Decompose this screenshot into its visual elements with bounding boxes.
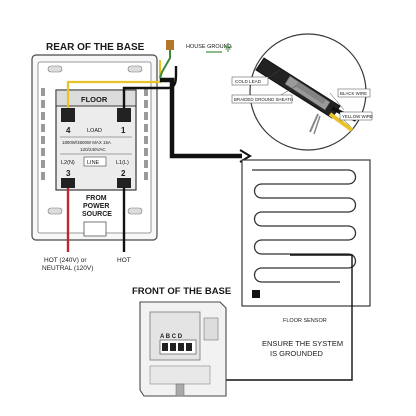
- house-ground-wire: [159, 48, 171, 79]
- cable-clamp: [83, 221, 107, 237]
- floor-heating-area: FLOOR SENSOR: [200, 159, 371, 381]
- black-load-wire: [122, 66, 178, 108]
- house-ground-label: HOUSE GROUND: [186, 44, 232, 50]
- front-title: FRONT OF THE BASE: [132, 286, 231, 297]
- neutral-label: NEUTRAL (120V): [42, 265, 93, 272]
- terminal-letters: A B C D: [160, 334, 183, 340]
- heating-cable: [252, 169, 357, 283]
- braided-ground-label: BRAIDED GROUND SHEATH: [234, 97, 293, 102]
- terminal-3: 3: [66, 169, 71, 178]
- l1-label: L1(L): [116, 160, 129, 166]
- front-base-panel: A B C D: [139, 301, 227, 397]
- cold-lead-cable: [160, 77, 242, 159]
- floor-sensor: [252, 290, 260, 298]
- yellow-wire-label: YELLOW WIRE: [342, 114, 373, 119]
- power-source-label: FROM POWER SOURCE: [82, 195, 112, 218]
- hot-240-label: HOT (240V) or: [44, 257, 87, 264]
- load-label: LOAD: [87, 128, 102, 134]
- rear-title: REAR OF THE BASE: [46, 42, 145, 53]
- ensure-text-1: ENSURE THE SYSTEM: [262, 339, 343, 348]
- l2-label: L2(N): [61, 160, 75, 166]
- hot-label: HOT: [117, 257, 131, 264]
- rating-line1: 1800W/3600W MAX 15A: [62, 140, 111, 145]
- cold-lead-label: COLD LEAD: [235, 79, 262, 84]
- ensure-text-2: IS GROUNDED: [270, 349, 324, 358]
- terminal-2: 2: [121, 169, 126, 178]
- floor-label: FLOOR: [81, 95, 108, 104]
- floor-sensor-label: FLOOR SENSOR: [283, 318, 327, 324]
- yellow-load-wire: [66, 60, 162, 108]
- svg-text:POWER: POWER: [83, 203, 109, 210]
- svg-text:FROM: FROM: [86, 195, 107, 202]
- cable-callout: [249, 33, 367, 151]
- svg-text:SOURCE: SOURCE: [82, 211, 112, 218]
- floor-sensor-wire: [200, 254, 353, 381]
- rating-line2: 120/240VAC: [80, 147, 106, 152]
- terminal-1: 1: [121, 126, 126, 135]
- terminal-4: 4: [66, 126, 71, 135]
- terminal-block: FLOOR 4 LOAD 1 1800W/3600W MAX 15A 120/2…: [55, 89, 137, 191]
- ground-connector: [166, 40, 174, 50]
- line-label: LINE: [87, 160, 100, 166]
- ground-icon: [224, 43, 232, 52]
- black-wire-label: BLACK WIRE: [340, 91, 367, 96]
